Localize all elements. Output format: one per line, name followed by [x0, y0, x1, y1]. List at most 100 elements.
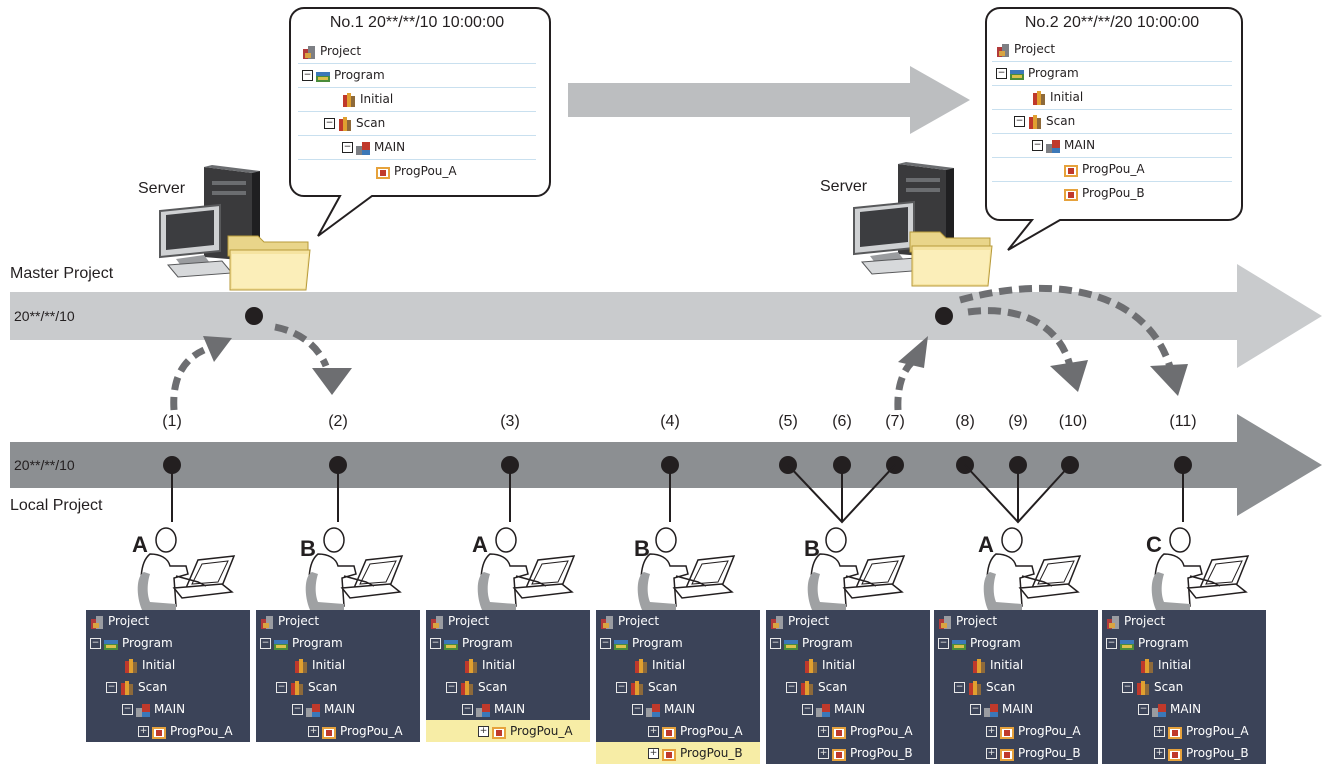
tree-row[interactable]: +ProgPou_B: [934, 742, 1098, 764]
tree-label: MAIN: [1170, 702, 1202, 716]
collapse-toggle-icon[interactable]: −: [802, 704, 813, 715]
expand-toggle-icon[interactable]: +: [986, 748, 997, 759]
tree-row[interactable]: Initial: [86, 654, 250, 676]
tree-row[interactable]: −Program: [596, 632, 760, 654]
tree-row[interactable]: −Scan: [256, 676, 420, 698]
tree-label: Initial: [312, 658, 346, 672]
collapse-toggle-icon[interactable]: −: [260, 638, 271, 649]
tree-row[interactable]: Project: [86, 610, 250, 632]
tree-row[interactable]: Initial: [1102, 654, 1266, 676]
pou-icon: [662, 725, 676, 739]
expand-toggle-icon[interactable]: +: [648, 748, 659, 759]
tree-row[interactable]: Initial: [426, 654, 590, 676]
tree-row[interactable]: Project: [256, 610, 420, 632]
tree-row[interactable]: −MAIN: [426, 698, 590, 720]
tree-label: Program: [462, 636, 513, 650]
tree-row: −MAIN: [992, 134, 1232, 158]
collapse-toggle-icon[interactable]: −: [996, 68, 1007, 79]
collapse-toggle-icon[interactable]: −: [970, 704, 981, 715]
tree-row[interactable]: Project: [596, 610, 760, 632]
collapse-toggle-icon[interactable]: −: [90, 638, 101, 649]
tree-row[interactable]: −MAIN: [934, 698, 1098, 720]
expand-toggle-icon[interactable]: +: [1154, 748, 1165, 759]
tree-row[interactable]: +ProgPou_A: [596, 720, 760, 742]
tree-row[interactable]: +ProgPou_A: [766, 720, 930, 742]
expand-toggle-icon[interactable]: +: [138, 726, 149, 737]
tree-row[interactable]: −Scan: [1102, 676, 1266, 698]
tree-row[interactable]: −Scan: [596, 676, 760, 698]
user-laptop-icon: [136, 527, 235, 611]
tree-row[interactable]: −MAIN: [596, 698, 760, 720]
collapse-toggle-icon[interactable]: −: [292, 704, 303, 715]
collapse-toggle-icon[interactable]: −: [430, 638, 441, 649]
collapse-toggle-icon[interactable]: −: [1106, 638, 1117, 649]
collapse-toggle-icon[interactable]: −: [616, 682, 627, 693]
expand-toggle-icon[interactable]: +: [478, 726, 489, 737]
collapse-toggle-icon[interactable]: −: [786, 682, 797, 693]
tree-row[interactable]: − Program: [426, 632, 590, 654]
main-icon: [984, 703, 998, 717]
tree-row[interactable]: −MAIN: [256, 698, 420, 720]
tree-row[interactable]: +ProgPou_A: [426, 720, 590, 742]
main-icon: [1152, 703, 1166, 717]
tree-label: ProgPou_B: [1186, 746, 1249, 760]
tree-label-program: Program: [1028, 66, 1079, 80]
expand-toggle-icon[interactable]: +: [818, 748, 829, 759]
expand-toggle-icon[interactable]: +: [308, 726, 319, 737]
collapse-toggle-icon[interactable]: −: [770, 638, 781, 649]
tree-row[interactable]: − MAIN: [1102, 698, 1266, 720]
collapse-toggle-icon[interactable]: −: [342, 142, 353, 153]
tree-row[interactable]: −MAIN: [766, 698, 930, 720]
collapse-toggle-icon[interactable]: −: [462, 704, 473, 715]
expand-toggle-icon[interactable]: +: [986, 726, 997, 737]
tree-row[interactable]: Initial: [256, 654, 420, 676]
collapse-toggle-icon[interactable]: −: [1138, 704, 1149, 715]
tree-row[interactable]: −Program: [1102, 632, 1266, 654]
tree-row[interactable]: −Scan: [766, 676, 930, 698]
tree-row[interactable]: −Program: [934, 632, 1098, 654]
tree-row[interactable]: +ProgPou_A: [934, 720, 1098, 742]
tree-row[interactable]: −Program: [86, 632, 250, 654]
collapse-toggle-icon[interactable]: −: [1032, 140, 1043, 151]
collapse-toggle-icon[interactable]: −: [954, 682, 965, 693]
tree-row[interactable]: −Program: [766, 632, 930, 654]
tree-row[interactable]: +ProgPou_B: [766, 742, 930, 764]
tree-row[interactable]: −Program: [256, 632, 420, 654]
collapse-toggle-icon[interactable]: −: [600, 638, 611, 649]
tree-row[interactable]: Project: [934, 610, 1098, 632]
collapse-toggle-icon[interactable]: −: [1014, 116, 1025, 127]
expand-toggle-icon[interactable]: +: [818, 726, 829, 737]
tree-row[interactable]: Initial: [766, 654, 930, 676]
tree-row: Project: [992, 38, 1232, 62]
collapse-toggle-icon[interactable]: −: [632, 704, 643, 715]
tree-row[interactable]: + ProgPou_B: [1102, 742, 1266, 764]
tree-row[interactable]: −Scan: [934, 676, 1098, 698]
tree-row[interactable]: +ProgPou_A: [1102, 720, 1266, 742]
tree-row[interactable]: −MAIN: [86, 698, 250, 720]
tree-row: ProgPou_A: [298, 160, 536, 183]
tree-row[interactable]: −Scan: [86, 676, 250, 698]
expand-toggle-icon[interactable]: +: [648, 726, 659, 737]
expand-toggle-icon[interactable]: +: [1154, 726, 1165, 737]
tree-row[interactable]: +ProgPou_A: [256, 720, 420, 742]
collapse-toggle-icon[interactable]: −: [938, 638, 949, 649]
tree-row: Project: [298, 40, 536, 64]
tree-row[interactable]: Initial: [596, 654, 760, 676]
collapse-toggle-icon[interactable]: −: [324, 118, 335, 129]
collapse-toggle-icon[interactable]: −: [276, 682, 287, 693]
collapse-toggle-icon[interactable]: −: [122, 704, 133, 715]
program-icon: [1120, 637, 1134, 651]
tree-row[interactable]: +ProgPou_A: [86, 720, 250, 742]
collapse-toggle-icon[interactable]: −: [1122, 682, 1133, 693]
tree-row[interactable]: Initial: [934, 654, 1098, 676]
tree-row[interactable]: −Scan: [426, 676, 590, 698]
tree-row[interactable]: Project: [766, 610, 930, 632]
tree-row[interactable]: Project: [426, 610, 590, 632]
tree-row[interactable]: +ProgPou_B: [596, 742, 760, 764]
collapse-toggle-icon[interactable]: −: [302, 70, 313, 81]
program-icon: [784, 637, 798, 651]
tree-row[interactable]: Project: [1102, 610, 1266, 632]
collapse-toggle-icon[interactable]: −: [446, 682, 457, 693]
collapse-toggle-icon[interactable]: −: [106, 682, 117, 693]
